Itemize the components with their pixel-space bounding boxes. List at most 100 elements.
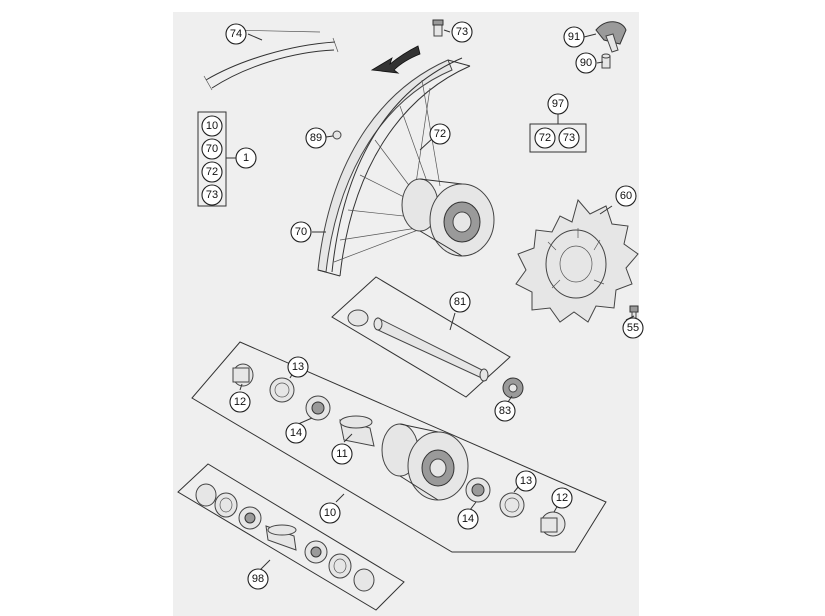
- callout-circle: [201, 115, 223, 137]
- callout-circle: [201, 184, 223, 206]
- callout-label: 1: [243, 152, 249, 164]
- callout-circle: [575, 52, 597, 74]
- callout-14: 14: [457, 508, 479, 530]
- callout-label: 60: [620, 190, 632, 202]
- callout-circle: [247, 568, 269, 590]
- callout-circle: [547, 93, 569, 115]
- callout-83: 83: [494, 400, 516, 422]
- callout-circle: [201, 161, 223, 183]
- callout-55: 55: [622, 317, 644, 339]
- callout-label: 73: [456, 26, 468, 38]
- callout-circle: [229, 391, 251, 413]
- callout-label: 90: [580, 57, 592, 69]
- callout-11: 11: [331, 443, 353, 465]
- callout-circle: [563, 26, 585, 48]
- wheel-assembly-group-box: [197, 111, 227, 207]
- callout-98: 98: [247, 568, 269, 590]
- rim-tape-part: [203, 29, 339, 91]
- callout-74: 74: [225, 23, 247, 45]
- callout-label: 12: [234, 396, 246, 408]
- valve-part: [432, 19, 444, 37]
- callout-60: 60: [615, 185, 637, 207]
- callout-14: 14: [285, 422, 307, 444]
- callout-circle: [429, 123, 451, 145]
- callout-circle: [290, 221, 312, 243]
- callout-label: 70: [295, 226, 307, 238]
- callout-circle: [285, 422, 307, 444]
- spacer-part: [502, 377, 524, 399]
- callout-label: 12: [556, 492, 568, 504]
- callout-label: 83: [499, 405, 511, 417]
- callout-70: 70: [201, 138, 223, 160]
- callout-circle: [201, 138, 223, 160]
- callout-12: 12: [229, 391, 251, 413]
- callout-circle: [515, 470, 537, 492]
- callout-label: 13: [292, 361, 304, 373]
- callout-72: 72: [201, 161, 223, 183]
- callout-circle: [451, 21, 473, 43]
- callout-label: 11: [336, 448, 347, 460]
- callout-circle: [235, 147, 257, 169]
- callout-label: 89: [310, 132, 322, 144]
- rotation-arrow-icon: [370, 45, 421, 74]
- callout-72: 72: [534, 127, 556, 149]
- callout-10: 10: [201, 115, 223, 137]
- callout-label: 72: [206, 166, 218, 178]
- callout-90: 90: [575, 52, 597, 74]
- callout-label: 98: [252, 573, 264, 585]
- callout-10: 10: [319, 502, 341, 524]
- callout-circle: [494, 400, 516, 422]
- callout-circle: [457, 508, 479, 530]
- callout-label: 70: [206, 143, 218, 155]
- bearing-kit-group: [177, 463, 405, 611]
- callout-13: 13: [287, 356, 309, 378]
- rim-part: [317, 57, 471, 277]
- callout-91: 91: [563, 26, 585, 48]
- callout-72: 72: [429, 123, 451, 145]
- wheel-hub-part: [401, 178, 495, 257]
- callout-81: 81: [449, 291, 471, 313]
- callout-73: 73: [201, 184, 223, 206]
- callout-circle: [319, 502, 341, 524]
- callout-label: 91: [568, 31, 580, 43]
- callout-circle: [331, 443, 353, 465]
- callout-label: 72: [539, 132, 551, 144]
- callout-label: 14: [462, 513, 474, 525]
- callout-label: 13: [520, 475, 532, 487]
- callout-label: 10: [324, 507, 336, 519]
- callout-label: 10: [206, 120, 218, 132]
- callout-circle: [558, 127, 580, 149]
- leader-lines: [226, 29, 635, 571]
- nipple-part: [332, 130, 342, 140]
- callout-circle: [615, 185, 637, 207]
- callout-label: 81: [454, 296, 466, 308]
- callout-label: 74: [230, 28, 242, 40]
- callout-label: 73: [563, 132, 575, 144]
- callout-circle: [534, 127, 556, 149]
- callout-97: 97: [547, 93, 569, 115]
- callout-circle: [225, 23, 247, 45]
- callout-70: 70: [290, 221, 312, 243]
- callout-13: 13: [515, 470, 537, 492]
- callout-circle: [449, 291, 471, 313]
- callout-label: 55: [627, 322, 639, 334]
- callout-circle: [287, 356, 309, 378]
- callout-89: 89: [305, 127, 327, 149]
- callout-label: 14: [290, 427, 302, 439]
- spoke-part: [601, 53, 611, 69]
- callout-circle: [622, 317, 644, 339]
- callout-label: 72: [434, 128, 446, 140]
- callout-label: 97: [552, 98, 564, 110]
- brake-disc-part: [515, 198, 639, 323]
- callout-circle: [551, 487, 573, 509]
- callout-73: 73: [558, 127, 580, 149]
- callout-layer: 74 73 91 90 97 72 73 10 70 72 73 1 89 72 60 70 81 55 13 12 8…: [201, 21, 644, 590]
- axle-group: [331, 276, 511, 398]
- hub-kit-group: [191, 341, 607, 553]
- callout-12: 12: [551, 487, 573, 509]
- callout-circle: [305, 127, 327, 149]
- callout-1: 1: [235, 147, 257, 169]
- callout-label: 73: [206, 189, 218, 201]
